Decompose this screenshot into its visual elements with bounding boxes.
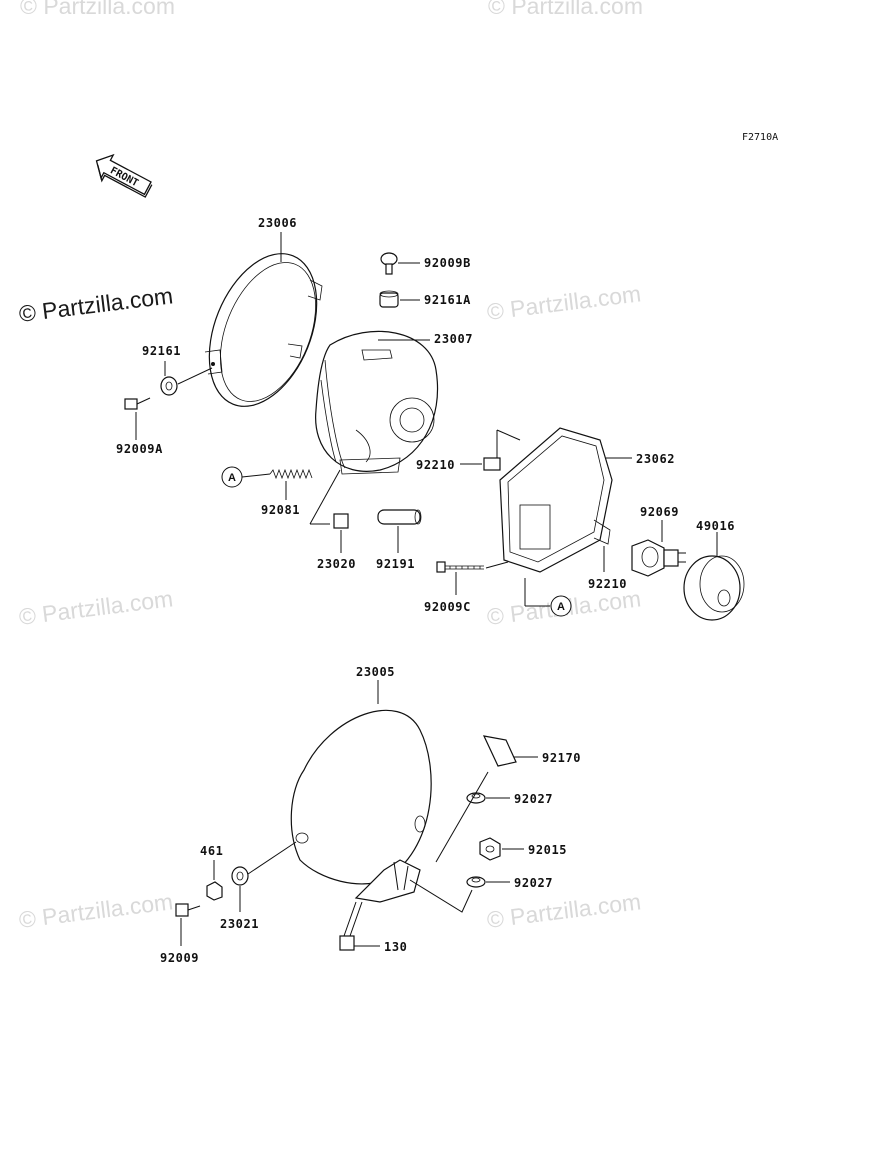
part-label-23007: 23007 bbox=[434, 332, 473, 346]
front-arrow-icon: FRONT bbox=[95, 153, 153, 198]
part-label-23020: 23020 bbox=[317, 557, 356, 571]
part-label-92210-bottom: 92210 bbox=[588, 577, 627, 591]
headlight-cover-part bbox=[290, 709, 432, 903]
watermark-text-dark: © Partzilla.com bbox=[17, 282, 174, 327]
screw-part-92009A bbox=[124, 397, 151, 410]
part-label-92170: 92170 bbox=[542, 751, 581, 765]
nut-part-461 bbox=[206, 881, 223, 901]
part-label-23062: 23062 bbox=[636, 452, 675, 466]
part-label-92015: 92015 bbox=[528, 843, 567, 857]
figure-code: F2710A bbox=[742, 132, 778, 143]
part-label-23005: 23005 bbox=[356, 665, 395, 679]
part-label-23021: 23021 bbox=[220, 917, 259, 931]
part-label-92191: 92191 bbox=[376, 557, 415, 571]
part-label-92027-top: 92027 bbox=[514, 792, 553, 806]
callout-letter: A bbox=[557, 601, 565, 613]
bolt-part-130 bbox=[339, 901, 363, 951]
part-label-92069: 92069 bbox=[640, 505, 679, 519]
headlight-housing-part bbox=[315, 330, 439, 475]
screw-part-92009B bbox=[380, 252, 398, 275]
grommet-part-23021 bbox=[231, 866, 249, 886]
part-label-49016: 49016 bbox=[696, 519, 735, 533]
part-label-130: 130 bbox=[384, 940, 407, 954]
washer-part-92027-top bbox=[466, 792, 486, 804]
part-label-92161: 92161 bbox=[142, 344, 181, 358]
part-label-23006: 23006 bbox=[258, 216, 297, 230]
watermark-text: © Partzilla.com bbox=[485, 280, 642, 325]
bulb-part-92069 bbox=[631, 539, 686, 577]
bolt-part-92009C bbox=[436, 561, 484, 573]
part-label-92009: 92009 bbox=[160, 951, 199, 965]
tube-part-92191 bbox=[377, 509, 422, 525]
part-label-92210-top: 92210 bbox=[416, 458, 455, 472]
part-label-92027-bottom: 92027 bbox=[514, 876, 553, 890]
washer-part-92027-bottom bbox=[466, 876, 486, 888]
headlight-bracket-part bbox=[499, 427, 613, 573]
part-label-92009B: 92009B bbox=[424, 256, 471, 270]
bulb-cap-part-49016 bbox=[683, 555, 745, 621]
clip-part-23020 bbox=[333, 513, 349, 529]
callout-a-right: A bbox=[550, 595, 572, 617]
bracket-part-92170 bbox=[482, 735, 517, 767]
watermark-text: © Partzilla.com bbox=[17, 888, 174, 933]
watermark-text: © Partzilla.com bbox=[20, 0, 175, 19]
watermark-text: © Partzilla.com bbox=[488, 0, 643, 19]
screw-part-92009 bbox=[175, 903, 201, 917]
nut-part-92210-top bbox=[483, 457, 501, 471]
spring-part-92081 bbox=[269, 468, 313, 480]
callout-letter: A bbox=[228, 472, 236, 484]
headlight-rim-part bbox=[204, 253, 323, 407]
nut-part-92015 bbox=[479, 837, 501, 861]
part-label-92081: 92081 bbox=[261, 503, 300, 517]
callout-a-left: A bbox=[221, 466, 243, 488]
grommet-part-92161 bbox=[160, 376, 178, 396]
part-label-92161A: 92161A bbox=[424, 293, 471, 307]
grommet-part-92161A bbox=[379, 290, 399, 308]
watermark-text: © Partzilla.com bbox=[17, 585, 174, 630]
part-label-92009A: 92009A bbox=[116, 442, 163, 456]
part-label-92009C: 92009C bbox=[424, 600, 471, 614]
watermark-text: © Partzilla.com bbox=[485, 888, 642, 933]
part-label-461: 461 bbox=[200, 844, 223, 858]
